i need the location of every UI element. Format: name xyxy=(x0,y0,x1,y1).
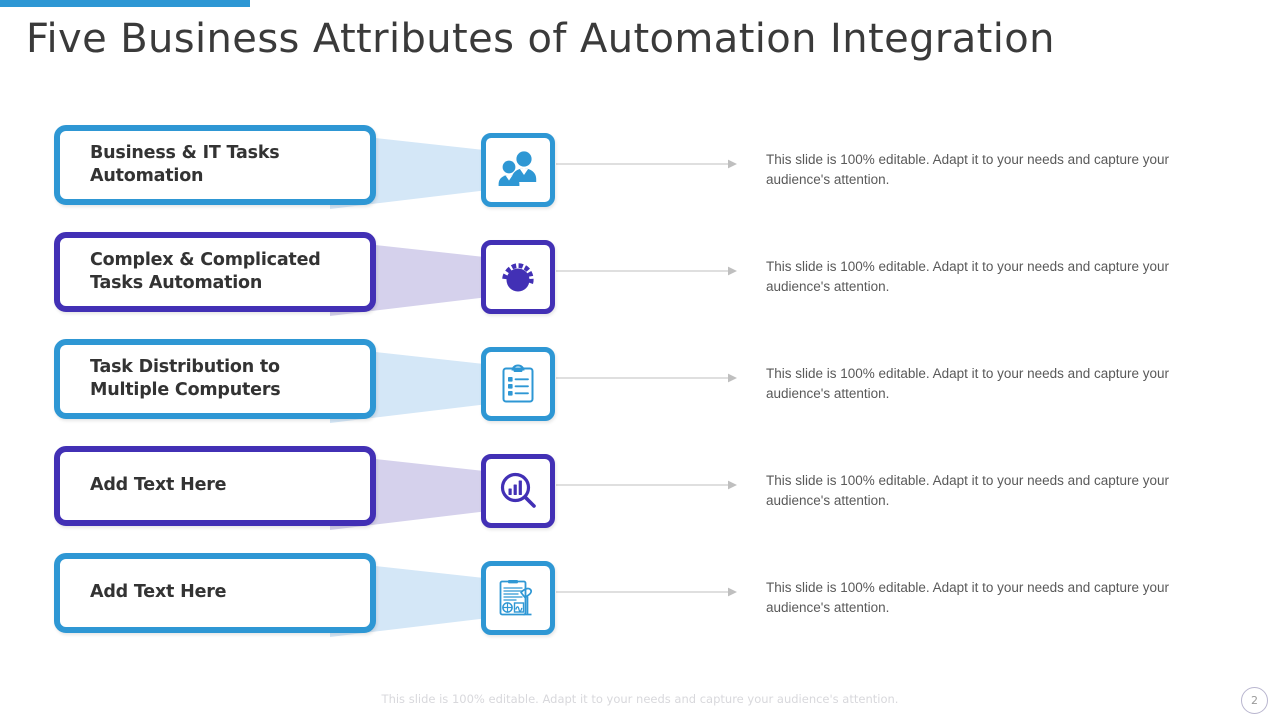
attribute-icon-tile[interactable] xyxy=(481,454,555,528)
connector-arrow-icon xyxy=(556,585,738,599)
attribute-icon-tile[interactable] xyxy=(481,133,555,207)
connector-arrow-icon xyxy=(556,264,738,278)
attribute-label-line2: Automation xyxy=(90,166,204,186)
connector-ribbon xyxy=(330,553,530,645)
attribute-label-line1: Task Distribution to xyxy=(90,356,280,377)
attribute-body-text: This slide is 100% editable. Adapt it to… xyxy=(766,259,1169,294)
attribute-body-text: This slide is 100% editable. Adapt it to… xyxy=(766,580,1169,615)
attribute-body-text: This slide is 100% editable. Adapt it to… xyxy=(766,366,1169,401)
attribute-row: Add Text Here xyxy=(0,553,1280,660)
attribute-label-line1: Add Text Here xyxy=(90,582,227,603)
attribute-label-line1: Business & IT Tasks xyxy=(90,142,280,163)
attribute-row: Add Text Here This slide is 100% editabl… xyxy=(0,446,1280,553)
attribute-icon-tile[interactable] xyxy=(481,561,555,635)
attribute-body-text: This slide is 100% editable. Adapt it to… xyxy=(766,473,1169,508)
attribute-row: Task Distribution to Multiple Computers xyxy=(0,339,1280,446)
attribute-body-text: This slide is 100% editable. Adapt it to… xyxy=(766,152,1169,187)
attribute-label-line2: Multiple Computers xyxy=(90,380,281,400)
two-people-icon xyxy=(495,150,541,190)
attribute-label-line1: Complex & Complicated xyxy=(90,249,321,270)
attribute-label-box[interactable]: Add Text Here xyxy=(54,553,376,633)
attribute-label-line2: Tasks Automation xyxy=(90,273,263,293)
clipboard-checklist-icon xyxy=(498,362,538,406)
attribute-label-text: Add Text Here xyxy=(60,581,238,604)
document-writing-hand-icon xyxy=(496,576,540,620)
footer-note: This slide is 100% editable. Adapt it to… xyxy=(381,692,899,706)
attribute-label-box[interactable]: Task Distribution to Multiple Computers xyxy=(54,339,376,419)
connector-arrow-icon xyxy=(556,371,738,385)
attribute-label-box[interactable]: Add Text Here xyxy=(54,446,376,526)
dial-knob-icon xyxy=(496,257,540,297)
connector-ribbon xyxy=(330,125,530,217)
connector-arrow-icon xyxy=(556,157,738,171)
page-number-badge: 2 xyxy=(1241,687,1268,714)
attribute-label-line1: Add Text Here xyxy=(90,475,227,496)
connector-ribbon xyxy=(330,339,530,431)
connector-arrow-icon xyxy=(556,478,738,492)
connector-ribbon xyxy=(330,232,530,324)
attribute-icon-tile[interactable] xyxy=(481,347,555,421)
page-title: Five Business Attributes of Automation I… xyxy=(26,16,1055,62)
attribute-label-text: Add Text Here xyxy=(60,474,238,497)
magnifier-bar-chart-icon xyxy=(496,469,540,513)
attribute-icon-tile[interactable] xyxy=(481,240,555,314)
attribute-label-text: Task Distribution to Multiple Computers xyxy=(60,356,293,403)
connector-ribbon xyxy=(330,446,530,538)
top-accent-bar xyxy=(0,0,250,7)
